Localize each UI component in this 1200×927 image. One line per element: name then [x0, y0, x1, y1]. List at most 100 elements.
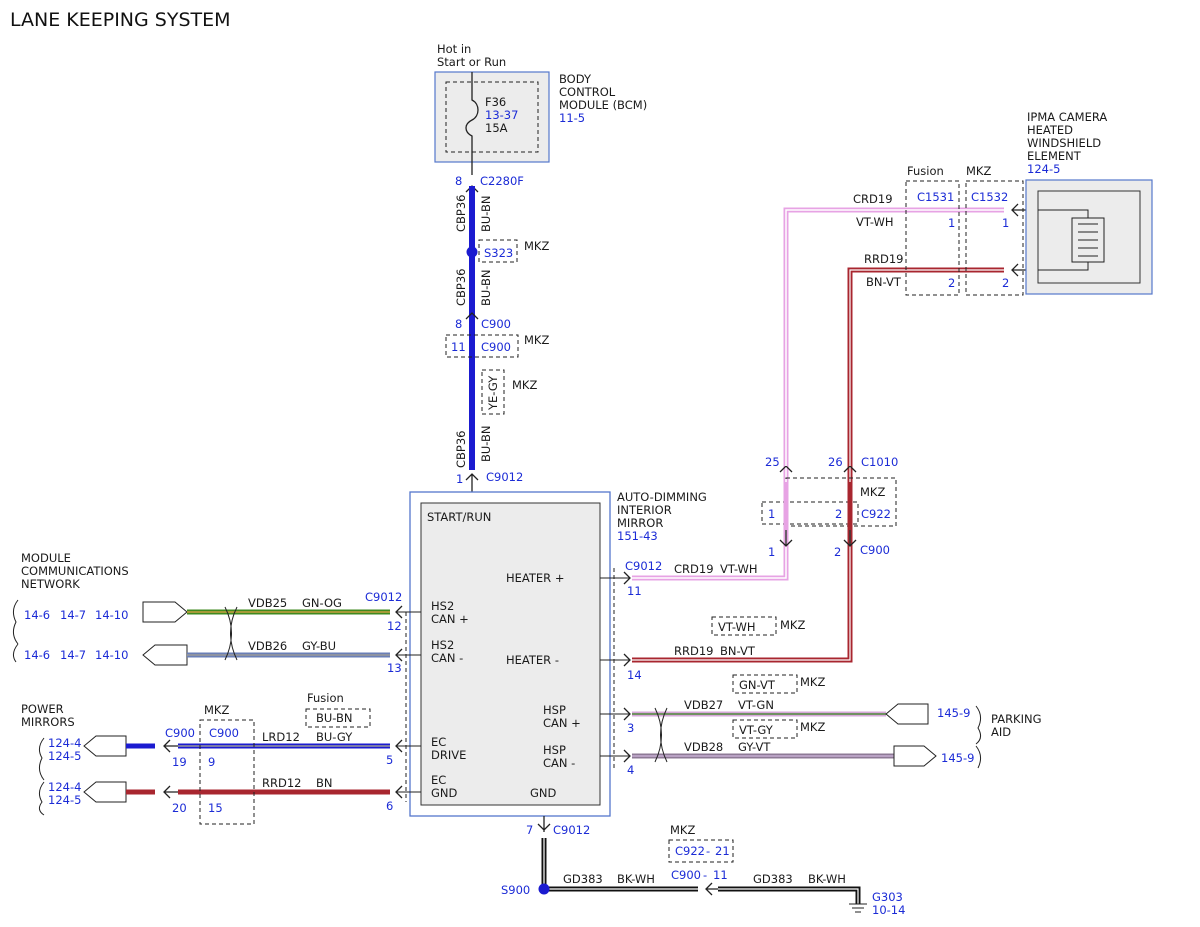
ipma-ref: 124-5: [1027, 162, 1060, 176]
c1010-pin-a: 25: [765, 455, 780, 469]
wire-crd19-up-stripe: [785, 209, 1004, 466]
pm-label-1: POWER: [21, 702, 64, 716]
gnd-c900-dash: -: [703, 868, 707, 882]
power-label-2: Start or Run: [437, 55, 506, 69]
power-label-1: Hot in: [437, 42, 471, 56]
vdb25-color: GN-OG: [302, 596, 342, 610]
gd383-circuit-b: GD383: [753, 872, 793, 886]
pm-fusion: Fusion: [307, 691, 344, 705]
g303-ref: 10-14: [872, 903, 905, 917]
mirror-hsp-plus-2: CAN +: [543, 716, 581, 730]
mirror-module-inner: [420, 502, 601, 806]
s323-mkz-box: [478, 239, 518, 263]
ye-gy-box: [481, 369, 505, 415]
mirror-gnd: GND: [530, 786, 557, 800]
s323-note: MKZ: [524, 239, 549, 253]
ipma-label-3: WINDSHIELD: [1027, 136, 1101, 150]
pm-ref-3: 124-4: [48, 780, 81, 794]
pm-c900-right: C900: [209, 726, 239, 740]
ipma-heater-icon: [1038, 209, 1105, 271]
hs2-minus-arrow: [395, 648, 403, 662]
heater-alt-box: [711, 616, 777, 636]
c900-top-pin: 8: [455, 317, 462, 331]
fuse-amp: 15A: [485, 121, 508, 135]
c900-mid-arrow-a: [779, 528, 793, 547]
parking-alt-plus-box: [732, 674, 798, 694]
pm-fusion-box: [305, 708, 371, 728]
ipma-label-1: IPMA CAMERA: [1027, 110, 1107, 124]
c9012-top-arrow: [465, 473, 479, 492]
mirror-label-1: AUTO-DIMMING: [617, 490, 707, 504]
parking-alt-plus-color: GN-VT: [739, 678, 776, 692]
c1532-pin-1: 1: [1002, 216, 1009, 230]
lrd12-pin-r: 9: [208, 755, 215, 769]
mcn-ref-4: 14-6: [24, 648, 50, 662]
c9012-top-pin: 1: [456, 472, 463, 486]
parking-minus-connector: [893, 745, 937, 767]
mcn-ref-2: 14-7: [60, 608, 86, 622]
lrd12-color: BU-GY: [316, 730, 353, 744]
ground-symbol-icon: [849, 903, 867, 913]
mcn-label-2: COMMUNICATIONS: [21, 564, 129, 578]
c900-top-label: C900: [481, 317, 511, 331]
parking-label-2: AID: [991, 725, 1011, 739]
vdb25-circuit: VDB25: [248, 596, 287, 610]
ipma-bot-color: BN-VT: [866, 275, 902, 289]
mirror-start-run: START/RUN: [427, 510, 491, 524]
c1532-pin-2: 2: [1002, 276, 1009, 290]
vdb27-color: VT-GN: [738, 698, 774, 712]
g303-label: G303: [872, 890, 903, 904]
mcn-refs-plus: 14-6 14-7 14-10: [24, 608, 128, 622]
heater-alt-color: VT-WH: [718, 620, 756, 634]
s323-label: S323: [484, 246, 513, 260]
parking-alt-minus-note: MKZ: [800, 720, 825, 734]
pm-gnd-connector: [83, 781, 127, 803]
ye-gy-label: YE-GY: [486, 375, 500, 411]
pm-ref-2: 124-5: [48, 749, 81, 763]
gnd-arrow: [537, 816, 551, 832]
c1531-pin-1: 1: [948, 216, 955, 230]
wire-cbp36-color-3: BU-BN: [479, 425, 493, 462]
c1010-label: C1010: [861, 455, 898, 469]
gnd-mkz: MKZ: [670, 823, 695, 837]
c900-mid-pin-b: 2: [834, 545, 841, 559]
c922-mkz-box: [785, 477, 897, 527]
rrd12-pin-l: 20: [172, 801, 187, 815]
mcn-ref-6: 14-10: [95, 648, 128, 662]
lrd12-pin-l: 19: [172, 755, 187, 769]
wire-crd19-up: [783, 207, 1004, 466]
mirror-ref: 151-43: [617, 529, 658, 543]
parking-alt-minus-color: VT-GY: [739, 723, 774, 737]
bcm-label-3: MODULE (BCM): [559, 98, 647, 112]
mirror-ec-gnd-2: GND: [431, 786, 458, 800]
c900-alt-label: C900: [481, 340, 511, 354]
mirror-hs2-minus-2: CAN -: [431, 651, 463, 665]
lrd12-circuit: LRD12: [262, 730, 300, 744]
gnd-connector: C9012: [553, 823, 590, 837]
pm-c900-arrow-2: [163, 785, 178, 799]
mirror-ec-gnd-1: EC: [431, 773, 446, 787]
pm-drive-connector: [83, 735, 127, 757]
bcm-box: [434, 71, 550, 163]
gnd-pin: 7: [526, 823, 533, 837]
wire-cbp36-circuit-1: CBP36: [454, 195, 468, 233]
ipma-inner: [1037, 190, 1141, 284]
mirror-label-3: MIRROR: [617, 516, 663, 530]
mirror-heater-minus: HEATER -: [506, 653, 559, 667]
c922-label: C922: [861, 507, 891, 521]
ipma-mkz: MKZ: [966, 164, 991, 178]
vdb28-circuit: VDB28: [684, 740, 723, 754]
hs2-plus-pin: 12: [387, 619, 402, 633]
c1532-label: C1532: [971, 190, 1008, 204]
bcm-label-1: BODY: [559, 72, 592, 86]
pm-c900-arrow-1: [163, 739, 178, 753]
c9012-hs2-label: C9012: [365, 590, 402, 604]
parking-bracket: [975, 705, 982, 769]
c2280f-label: C2280F: [480, 174, 524, 188]
ipma-label-4: ELEMENT: [1027, 149, 1082, 163]
wire-rrd19-up: [847, 267, 1004, 466]
s323-splice: [466, 246, 478, 258]
mcn-plus-connector: [142, 601, 188, 623]
crd19-circuit: CRD19: [674, 562, 714, 576]
mirror-hsp-plus-1: HSP: [543, 703, 566, 717]
